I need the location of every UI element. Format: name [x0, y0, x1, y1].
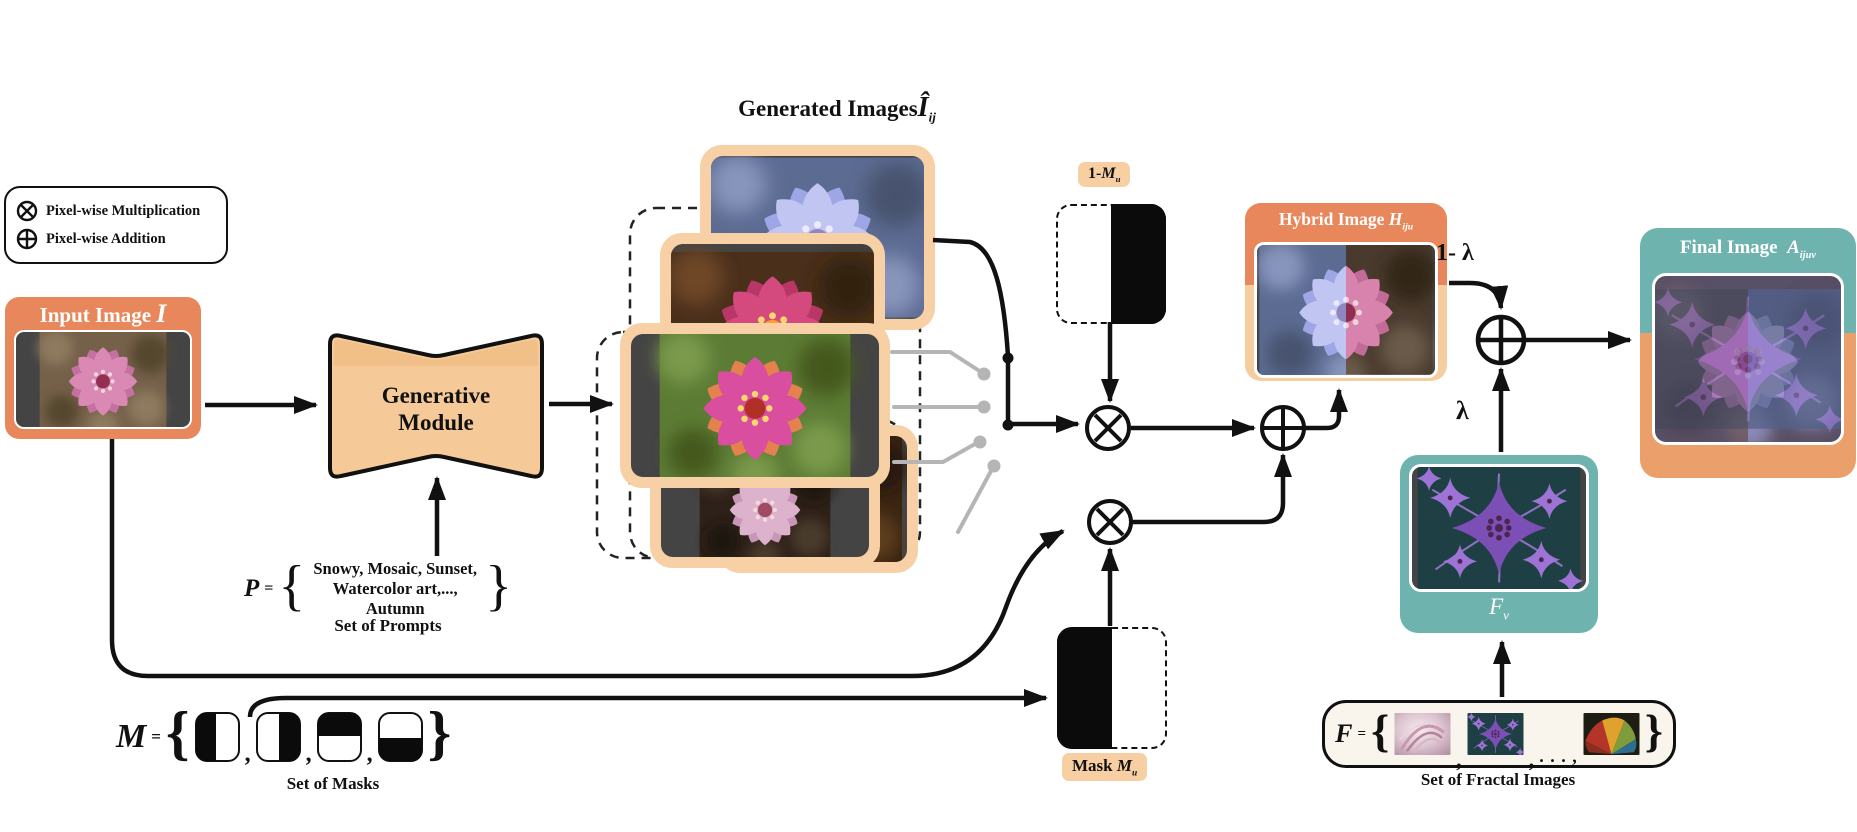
- fractal-set-equals: =: [1357, 725, 1367, 742]
- generative-module-label: Generative Module: [381, 383, 491, 435]
- generated-image-card-3: [620, 323, 890, 488]
- one-minus-mask: [1056, 204, 1166, 324]
- mask-left-black: [194, 712, 240, 762]
- hybrid-image-photo: [1254, 241, 1438, 378]
- brace-close: }: [485, 555, 512, 618]
- fractal-image-label: Fv: [1489, 594, 1509, 623]
- brace-open: {: [1371, 704, 1390, 756]
- fractal-image-photo: [1409, 464, 1589, 592]
- final-image-photo: [1652, 272, 1844, 445]
- fractal-thumb-swirl: [1394, 713, 1451, 755]
- mask-bottom-black: [377, 712, 423, 762]
- final-image-title: Final Image Aijuv: [1679, 237, 1817, 261]
- mask-set: M = { , , , }: [116, 702, 496, 772]
- pixelwise-add-icon: [16, 228, 38, 250]
- fractal-set-symbol: F: [1335, 719, 1353, 748]
- generated-images-title: Generated ImagesÎij: [738, 92, 936, 125]
- ellipsis: . . . ,: [1539, 746, 1578, 766]
- pixelwise-multiply-icon: [16, 200, 38, 222]
- legend-addition-label: Pixel-wise Addition: [46, 230, 166, 247]
- generated-subscript: ij: [928, 109, 936, 125]
- generated-flower-front: [631, 334, 879, 477]
- brace-open: {: [165, 700, 190, 766]
- prompts-caption: Set of Prompts: [334, 616, 442, 635]
- hybrid-image-box: Hybrid Image Hiju: [1245, 203, 1447, 381]
- input-image-photo: [14, 330, 192, 429]
- mask-set-symbol: M: [116, 718, 147, 755]
- legend-row-addition: Pixel-wise Addition: [16, 228, 216, 250]
- fractal-thumb-purple: [1467, 713, 1524, 755]
- mask-mu-label: Mask Mu: [1062, 753, 1148, 782]
- brace-close: }: [1644, 704, 1663, 756]
- final-image-box: Final Image Aijuv: [1640, 228, 1856, 478]
- fractal-image-box: Fv: [1400, 455, 1598, 633]
- prompt-items: Snowy, Mosaic, Sunset, Watercolor art,..…: [308, 559, 482, 619]
- prompt-set-symbol: P: [244, 575, 260, 602]
- generative-module: Generative Module: [325, 326, 547, 486]
- input-image-symbol: I: [156, 299, 167, 328]
- generated-symbol: Î: [917, 92, 929, 123]
- mask-set-equals: =: [151, 727, 161, 746]
- prompt-items-line2: Watercolor art,..., Autumn: [332, 579, 458, 618]
- fractal-thumb-fan: [1583, 713, 1640, 755]
- mask-right-black: [255, 712, 301, 762]
- lambda-label: λ: [1456, 396, 1469, 425]
- fractal-set-caption: Set of Fractal Images: [1420, 770, 1576, 789]
- one-minus-mask-label: 1-Mu: [1078, 162, 1131, 188]
- final-purple-veil: [1655, 275, 1841, 442]
- one-minus-lambda-label: 1- λ: [1436, 240, 1474, 266]
- comma: ,: [1456, 747, 1462, 772]
- prompt-set-equals: =: [264, 580, 274, 597]
- input-flower-image: [16, 332, 190, 427]
- mask-set-caption: Set of Masks: [286, 774, 380, 793]
- input-image-box: Input Image I: [5, 297, 201, 439]
- legend-multiplication-label: Pixel-wise Multiplication: [46, 202, 201, 219]
- legend-row-multiplication: Pixel-wise Multiplication: [16, 200, 216, 222]
- brace-close: }: [427, 700, 452, 766]
- input-image-title: Input Image I: [39, 299, 167, 328]
- comma: ,: [366, 741, 373, 768]
- prompt-set: P = { Snowy, Mosaic, Sunset, Watercolor …: [244, 558, 512, 620]
- mask-top-black: [316, 712, 362, 762]
- comma: ,: [305, 741, 312, 768]
- fractal-set-box: F = { , , . . . , }: [1322, 700, 1676, 772]
- mask-black-half-right: [1110, 204, 1166, 324]
- prompt-items-line1: Snowy, Mosaic, Sunset,: [313, 559, 478, 578]
- mask-black-half-left: [1057, 627, 1113, 749]
- comma: ,: [1528, 747, 1535, 772]
- comma: ,: [244, 741, 251, 768]
- mask-mu: [1057, 627, 1167, 749]
- hybrid-image-title: Hybrid Image Hiju: [1278, 209, 1414, 233]
- brace-open: {: [278, 555, 306, 618]
- fractal-image: [1412, 467, 1586, 589]
- legend-box: Pixel-wise Multiplication Pixel-wise Add…: [4, 186, 228, 264]
